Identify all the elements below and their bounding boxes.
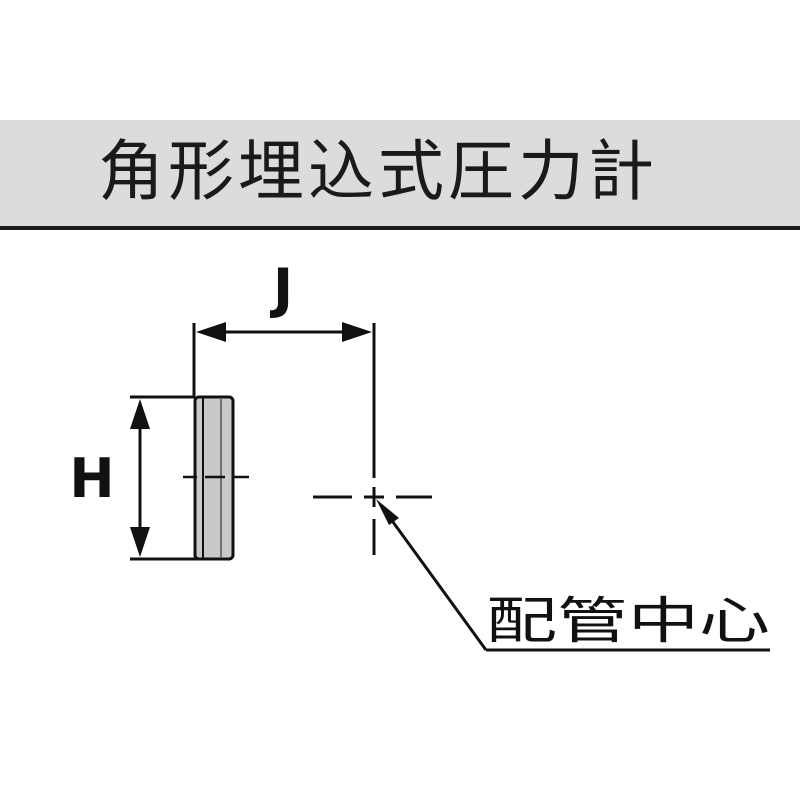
h-dimension-arrow [130, 399, 150, 557]
j-dimension-label: J [269, 257, 293, 320]
pipe-center-crosshair [313, 487, 432, 555]
callout-leader [376, 499, 770, 652]
title-band [0, 120, 800, 226]
title-underline [0, 226, 800, 230]
diagram-title: 角形埋込式圧力計 [98, 133, 658, 210]
pipe-center-label: 配管中心 [486, 592, 770, 650]
j-dimension-arrow [196, 322, 372, 342]
h-dimension-label: H [69, 447, 114, 510]
